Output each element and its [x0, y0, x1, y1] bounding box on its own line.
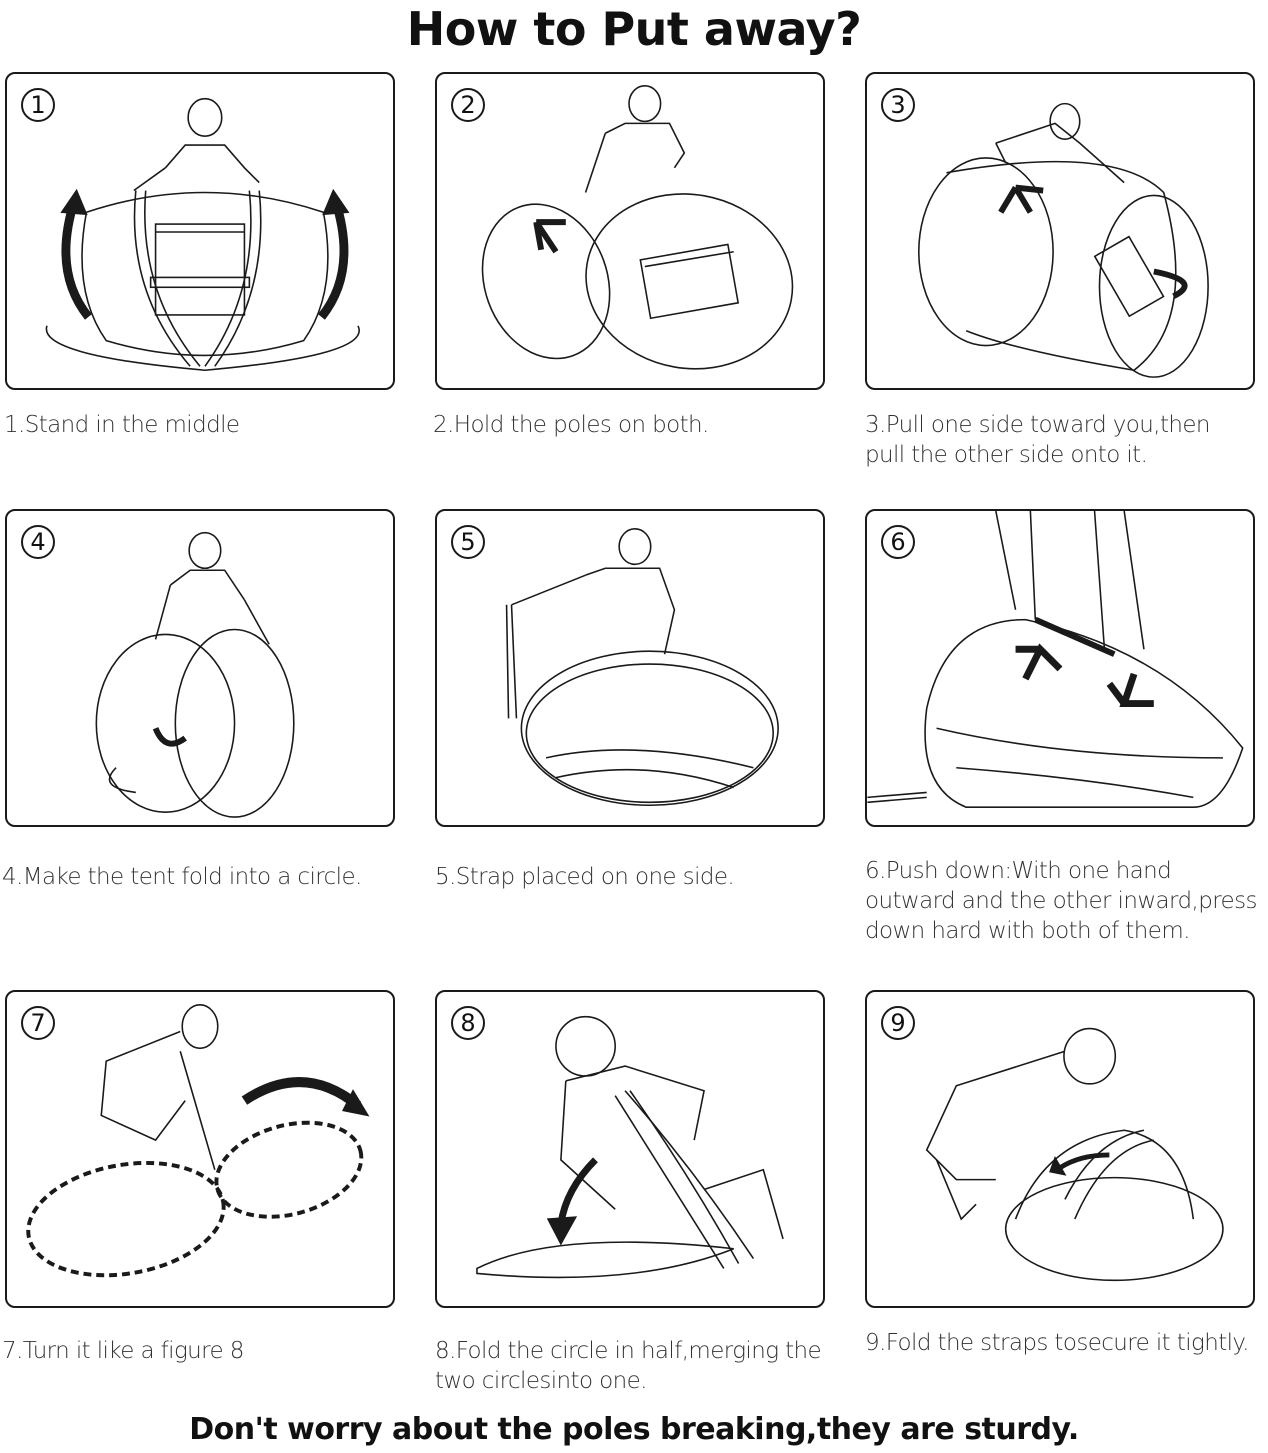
arrow-icon [998, 184, 1044, 214]
curved-arrow-icon [1153, 268, 1188, 299]
tent-illustration [26, 1004, 370, 1278]
step-4-caption: 4.Make the tent fold into a circle. [2, 864, 362, 890]
arrow-icon [533, 219, 566, 254]
step-4-panel: 4 [5, 509, 395, 827]
tent-illustration [95, 531, 295, 818]
step-2-panel: 2 [435, 72, 825, 390]
tent-floor [45, 325, 360, 372]
step-8-panel: 8 [435, 990, 825, 1308]
tent-body [81, 191, 329, 357]
step-number-badge: 5 [451, 525, 485, 559]
step-number-badge: 3 [881, 88, 915, 122]
person-figure [133, 97, 260, 192]
curved-arrow-icon [241, 1077, 362, 1110]
step-2-caption: 2.Hold the poles on both. [433, 412, 709, 438]
curved-arrow-icon [152, 727, 187, 747]
tent-illustration [481, 85, 794, 370]
strap [510, 604, 518, 719]
step-3-panel: 3 [865, 72, 1255, 390]
step-number-badge: 1 [21, 88, 55, 122]
step-7-caption: 7.Turn it like a figure 8 [2, 1338, 244, 1364]
step-number-badge: 7 [21, 1006, 55, 1040]
footer-note: Don't worry about the poles breaking,the… [189, 1412, 1079, 1447]
step-5-panel: 5 [435, 509, 825, 827]
tent-illustration [476, 1015, 784, 1279]
tent-illustration [918, 102, 1209, 378]
curved-arrow-icon [557, 1157, 598, 1225]
step-1-caption: 1.Stand in the middle [4, 412, 240, 438]
step-3-caption: 3.Pull one side toward you,then pull the… [865, 412, 1210, 468]
step-1-panel: 1 [5, 72, 395, 390]
step-number-badge: 2 [451, 88, 485, 122]
step-7-panel: 7 [5, 990, 395, 1308]
step-9-caption: 9.Fold the straps tosecure it tightly. [865, 1330, 1249, 1356]
step-5-caption: 5.Strap placed on one side. [435, 864, 735, 890]
tent-illustration [867, 511, 1244, 809]
step-8-caption: 8.Fold the circle in half,merging the tw… [435, 1338, 822, 1394]
page-title: How to Put away? [406, 2, 862, 56]
tent-illustration [505, 527, 779, 807]
step-9-panel: 9 [865, 990, 1255, 1308]
tent-illustration [45, 97, 360, 372]
step-number-badge: 8 [451, 1006, 485, 1040]
step-number-badge: 4 [21, 525, 55, 559]
curved-arrow-icon [317, 199, 349, 320]
arrow-icon [1015, 643, 1063, 681]
curved-arrow-icon [1058, 1152, 1110, 1170]
step-6-panel: 6 [865, 509, 1255, 827]
step-6-caption: 6.Push down:With one hand outward and th… [865, 858, 1257, 944]
tent-door [154, 223, 246, 316]
step-number-badge: 6 [881, 525, 915, 559]
step-number-badge: 9 [881, 1006, 915, 1040]
tent-illustration [925, 1027, 1224, 1282]
arrow-icon [1106, 672, 1154, 708]
curved-arrow-icon [61, 199, 92, 320]
